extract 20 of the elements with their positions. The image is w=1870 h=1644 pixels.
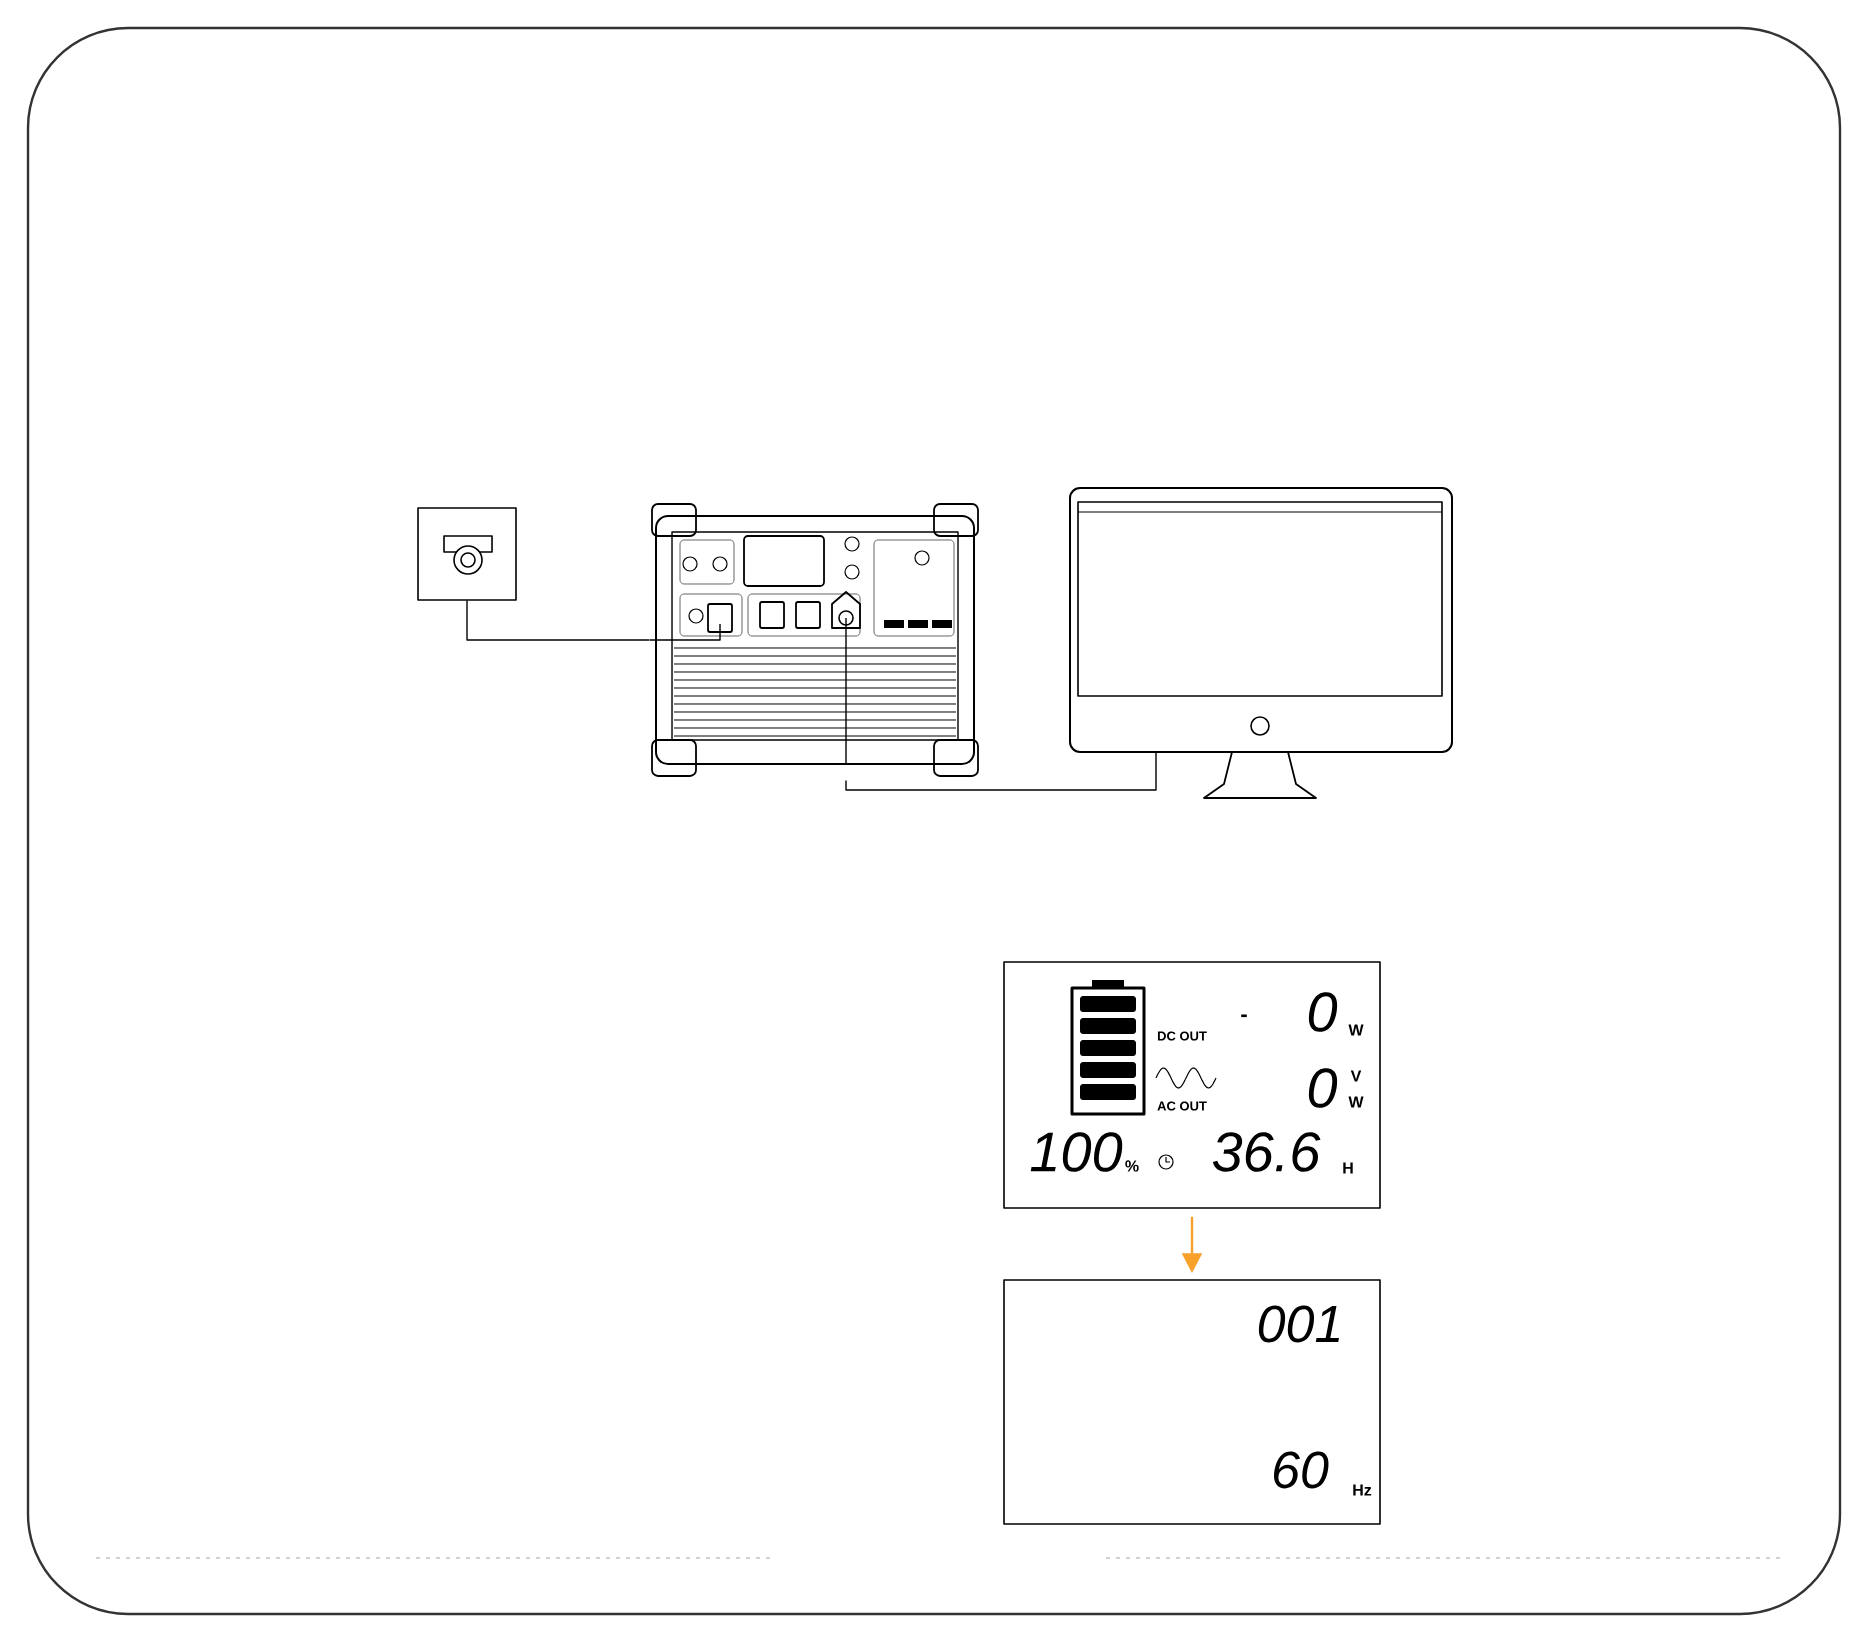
lcd-unit: Hz: [1353, 1484, 1372, 1496]
lcd-unit: W: [1348, 1096, 1364, 1108]
lcd-unit: W: [1348, 1024, 1364, 1036]
lcd-screen: [1003, 961, 1381, 1209]
lcd-sign: -: [1241, 1014, 1247, 1018]
lcd-unit: %: [1125, 1160, 1139, 1172]
lcd-unit: H: [1343, 1162, 1353, 1174]
lcd-digits: 0: [1308, 1068, 1338, 1108]
wall-outlet-drawing: [417, 507, 517, 601]
cable: [845, 751, 1157, 791]
cable: [466, 599, 651, 641]
lcd-digits: 36.6: [1212, 1132, 1321, 1172]
lcd-digits: 001: [1258, 1305, 1339, 1343]
power-station-drawing: [649, 503, 979, 777]
lcd-digits: 100: [1030, 1132, 1123, 1172]
lcd-digits: 60: [1274, 1451, 1329, 1489]
lcd-screen: [1003, 1279, 1381, 1525]
lcd-digits: 0: [1308, 992, 1338, 1032]
lcd-unit: V: [1350, 1070, 1362, 1082]
monitor-drawing: [1069, 487, 1453, 799]
